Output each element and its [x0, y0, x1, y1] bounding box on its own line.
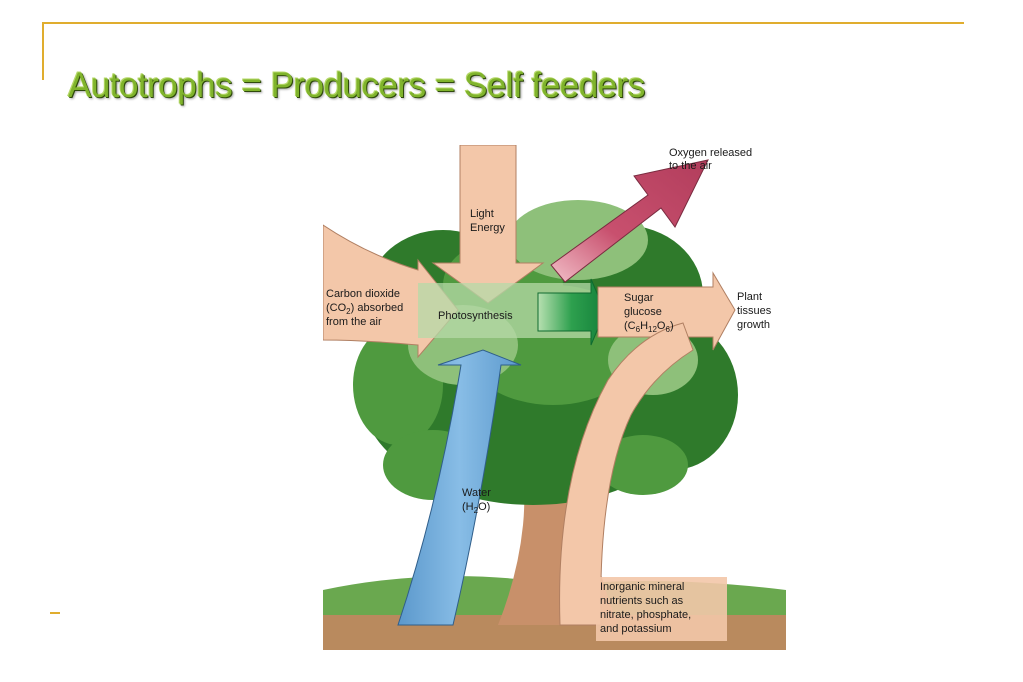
sugar-label: Sugar glucose (C6H12O6)	[624, 292, 674, 334]
minerals-label-box	[596, 577, 727, 641]
oxygen-label: Oxygen released to the air	[669, 147, 755, 172]
top-accent-rule	[42, 22, 964, 24]
water-arrow	[397, 349, 522, 626]
left-accent-rule	[42, 22, 44, 80]
oxygen-arrow	[550, 159, 709, 283]
sugar-arrow	[597, 271, 736, 351]
mineral-nutrients-arrow	[559, 322, 694, 626]
bullet-dash	[50, 612, 60, 614]
photosynthesis-diagram: Light Energy Oxygen released to the air …	[323, 145, 786, 650]
light-energy-label: Light Energy	[470, 208, 505, 234]
plant-tissues-label: Plant tissues growth	[737, 291, 774, 331]
photosynthesis-label: Photosynthesis	[438, 310, 513, 322]
carbon-dioxide-label: Carbon dioxide (CO2) absorbed from the a…	[326, 288, 406, 328]
minerals-label: Inorganic mineral nutrients such as nitr…	[600, 581, 694, 635]
slide-title: Autotrophs = Producers = Self feeders	[68, 66, 645, 105]
water-label: Water (H2O)	[462, 487, 494, 515]
